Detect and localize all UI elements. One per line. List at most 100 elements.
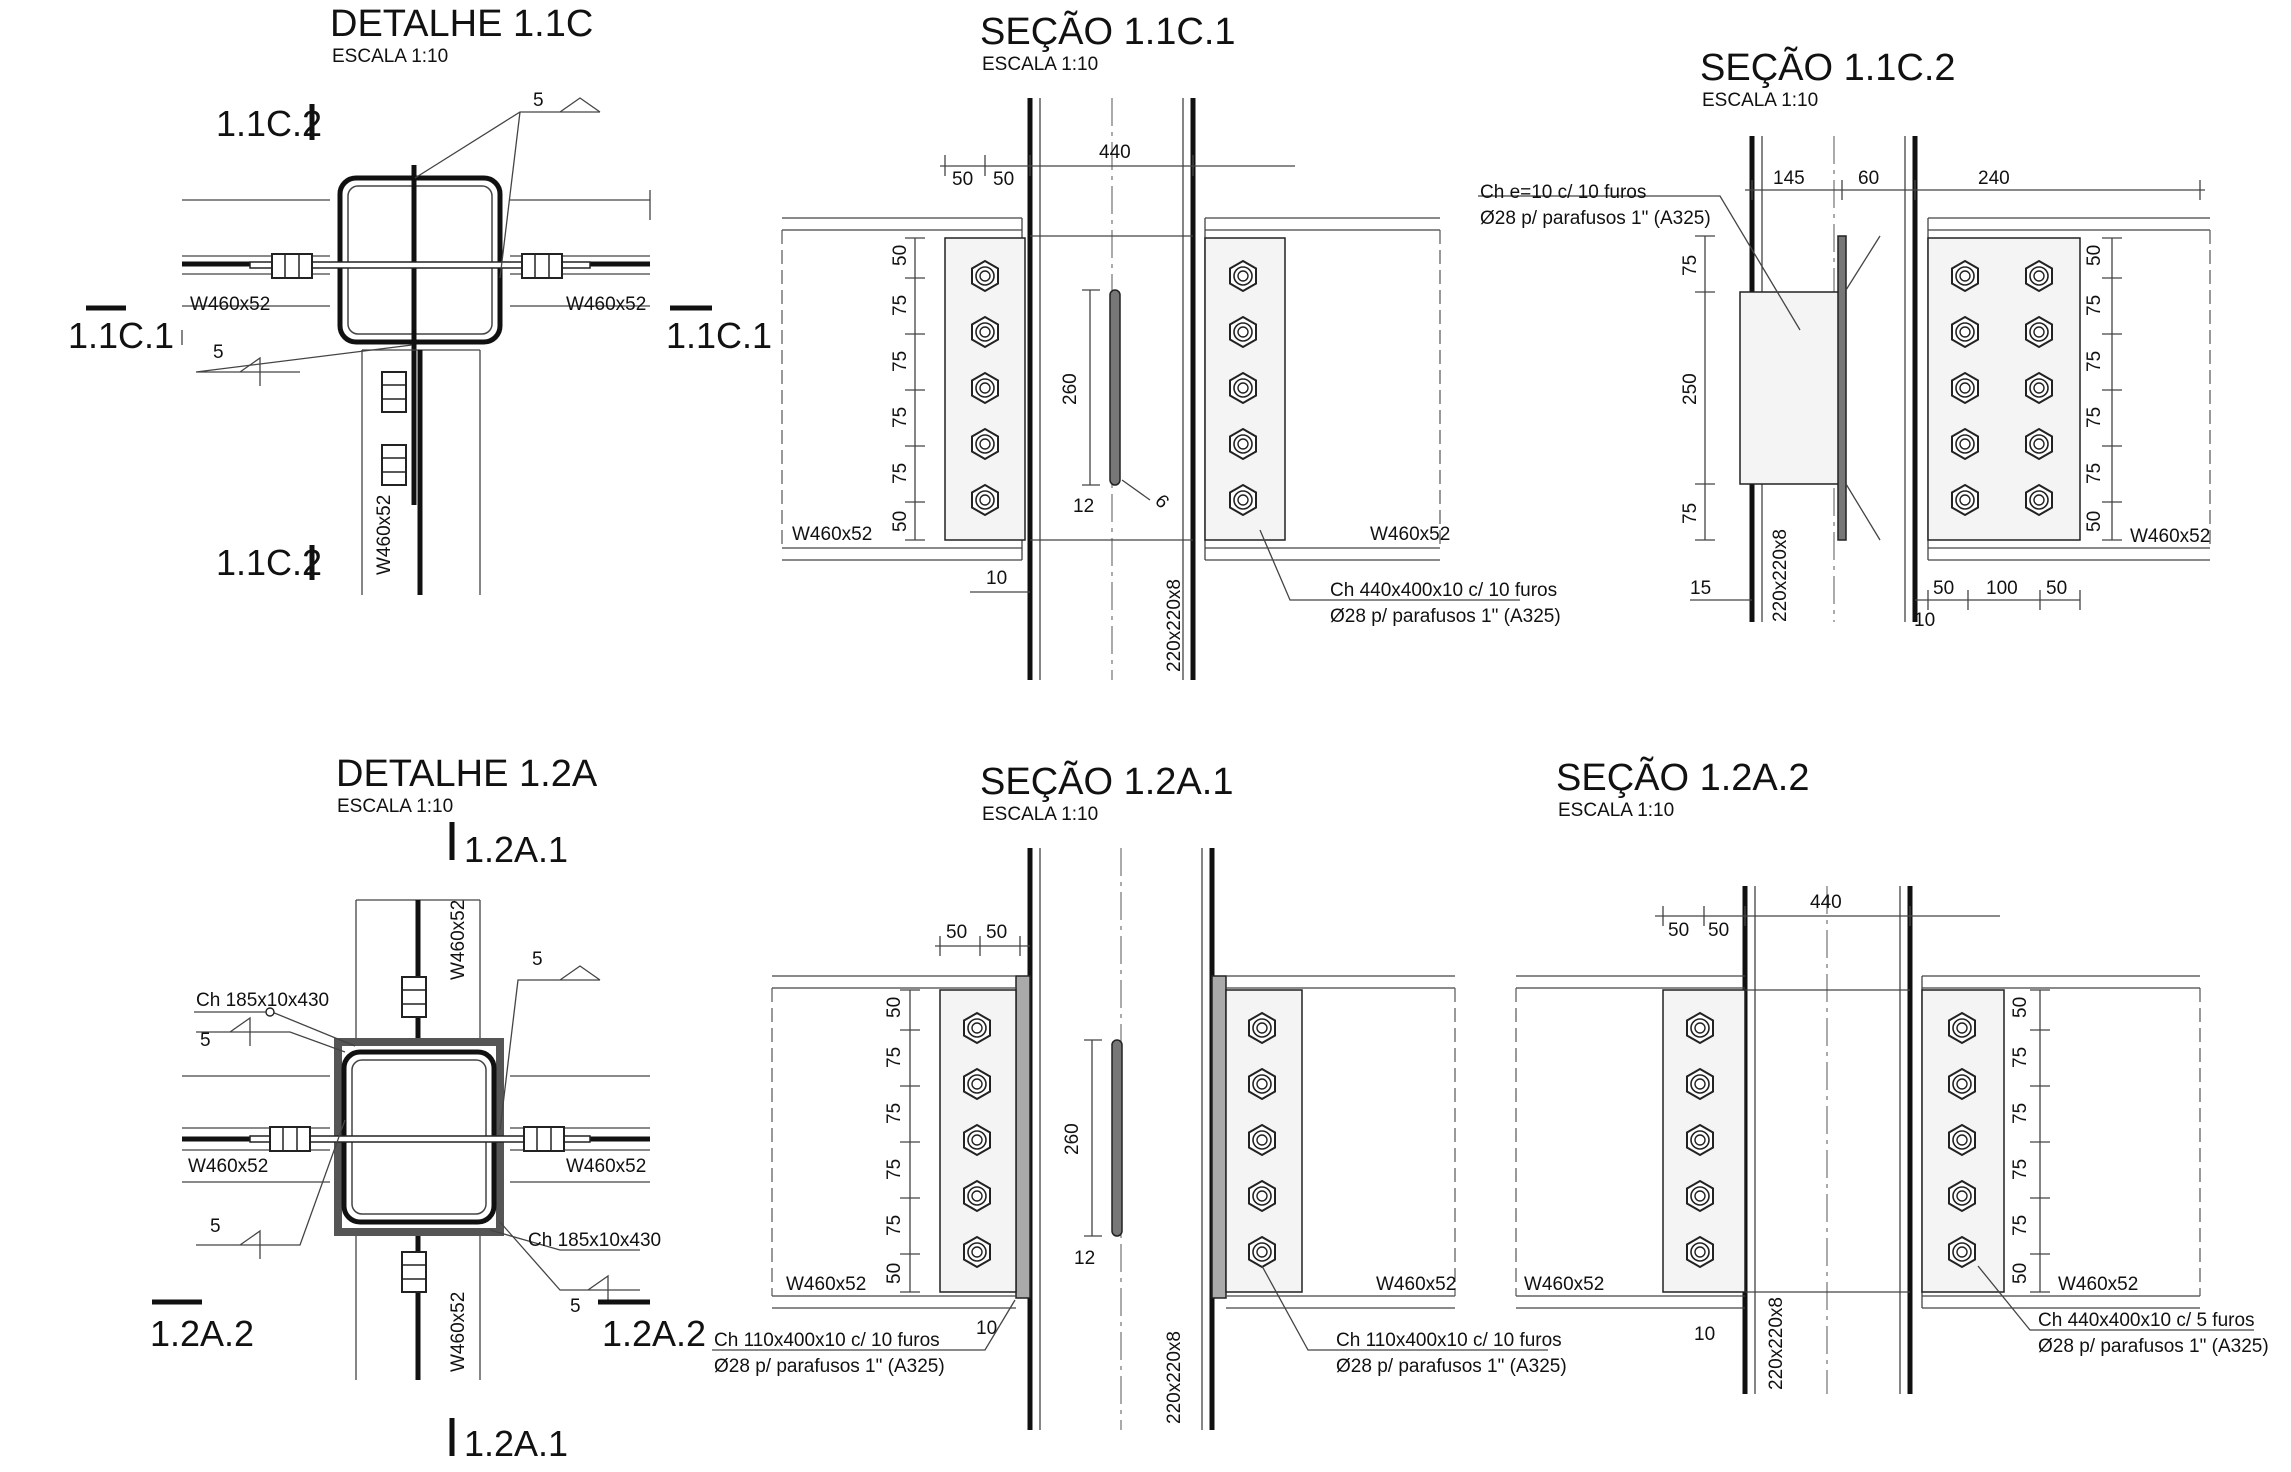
section-1-2a-2: SEÇÃO 1.2A.2 ESCALA 1:10 50 50 440 50 75… bbox=[1515, 756, 2269, 1394]
weld-size: 5 bbox=[210, 1216, 221, 1237]
dim-text: 50 bbox=[884, 997, 905, 1018]
beam-label: W460x52 bbox=[1376, 1274, 1456, 1295]
dim-text: 50 bbox=[952, 169, 973, 190]
side-plate-left bbox=[1015, 975, 1031, 1299]
plate-label: Ch 185x10x430 bbox=[528, 1230, 661, 1251]
plate-note: Ch 110x400x10 c/ 10 furos bbox=[1336, 1330, 1562, 1351]
dim-text: 50 bbox=[986, 922, 1007, 943]
dim-text: 50 bbox=[993, 169, 1014, 190]
beam-right-outline bbox=[510, 190, 651, 307]
bolt-nut bbox=[271, 253, 313, 279]
plate-leader bbox=[194, 1011, 356, 1047]
dim-text: 75 bbox=[884, 1103, 905, 1124]
section-1-2a-1-title: SEÇÃO 1.2A.1 bbox=[980, 760, 1233, 803]
cross-plate bbox=[1837, 235, 1847, 541]
weld-size: 5 bbox=[533, 90, 544, 111]
dim-text: 75 bbox=[2084, 463, 2105, 484]
dim-text: 10 bbox=[1694, 1324, 1715, 1345]
weld-leaders bbox=[195, 111, 600, 373]
bolt-nut bbox=[401, 976, 427, 1018]
splice-plate bbox=[1927, 237, 2081, 541]
splice-plate-horizontal bbox=[249, 261, 591, 269]
dim-text: 12 bbox=[1073, 496, 1094, 517]
plate-label: Ch 185x10x430 bbox=[196, 990, 329, 1011]
bolt-nut bbox=[523, 1126, 565, 1152]
dim-text: 75 bbox=[2084, 351, 2105, 372]
weld-size: 5 bbox=[532, 949, 543, 970]
plate-note-leader bbox=[1478, 195, 1881, 541]
dim-text: 50 bbox=[2046, 578, 2067, 599]
bolt-nut bbox=[401, 1251, 427, 1293]
weld-leader bbox=[1121, 479, 1151, 501]
beam-right-flanges bbox=[1226, 975, 1455, 1309]
plate-note: Ch 440x400x10 c/ 5 furos bbox=[2038, 1310, 2255, 1331]
splice-plate-horizontal bbox=[249, 1135, 591, 1143]
dim-text: 240 bbox=[1978, 168, 2010, 189]
cut-label: 1.2A.2 bbox=[150, 1313, 254, 1354]
weld-symbol bbox=[239, 356, 261, 386]
dim-line-top bbox=[1655, 906, 2000, 926]
beam-label: W460x52 bbox=[374, 495, 395, 575]
beam-label: W460x52 bbox=[448, 900, 469, 980]
plate-note: Ø28 p/ parafusos 1" (A325) bbox=[2038, 1336, 2269, 1357]
dim-text: 75 bbox=[884, 1215, 905, 1236]
bolt-nut bbox=[269, 1126, 311, 1152]
dim-text: 75 bbox=[2084, 407, 2105, 428]
beam-right-flanges bbox=[1205, 217, 1440, 561]
dim-text: 50 bbox=[1708, 920, 1729, 941]
beam-label: W460x52 bbox=[2058, 1274, 2138, 1295]
beam-label: W460x52 bbox=[188, 1156, 268, 1177]
section-1-1c-1-title: SEÇÃO 1.1C.1 bbox=[980, 10, 1236, 53]
plate-leader bbox=[489, 1229, 640, 1251]
dim-text: 50 bbox=[890, 511, 911, 532]
dim-text: 50 bbox=[946, 922, 967, 943]
end-plate bbox=[1739, 291, 1845, 485]
dim-line-top bbox=[940, 155, 1295, 176]
column-flanges bbox=[1027, 98, 1196, 680]
section-1-1c-2-scale: ESCALA 1:10 bbox=[1702, 90, 1818, 111]
weld-leader bbox=[499, 965, 601, 1131]
dim-text: 75 bbox=[890, 407, 911, 428]
detail-1-1c-scale: ESCALA 1:10 bbox=[332, 46, 448, 67]
dim-text: 10 bbox=[1914, 610, 1935, 631]
beam-label: W460x52 bbox=[190, 294, 270, 315]
dim-text: 10 bbox=[976, 1318, 997, 1339]
beam-label: W460x52 bbox=[566, 1156, 646, 1177]
detail-1-1c: DETALHE 1.1C ESCALA 1:10 5 5 1.1C.2 1.1C… bbox=[68, 3, 772, 595]
dim-text: 260 bbox=[1062, 1123, 1083, 1155]
dim-text: 50 bbox=[884, 1263, 905, 1284]
beam-left-flanges bbox=[772, 975, 1016, 1309]
dim-line-top bbox=[1745, 180, 2205, 200]
weld-symbol bbox=[559, 97, 601, 113]
dim-text: 440 bbox=[1810, 892, 1842, 913]
beam-left-outline bbox=[182, 1075, 330, 1183]
weld-size: 5 bbox=[570, 1296, 581, 1317]
dim-text: 250 bbox=[1680, 373, 1701, 405]
cut-label: 1.1C.2 bbox=[216, 542, 322, 583]
weld-size: 6 bbox=[1150, 491, 1172, 513]
dim-text: 75 bbox=[890, 295, 911, 316]
section-1-1c-2: SEÇÃO 1.1C.2 ESCALA 1:10 145 60 240 75 2… bbox=[1478, 46, 2211, 631]
plate-note-leader bbox=[1259, 529, 1520, 601]
column-label: 220x220x8 bbox=[1770, 529, 1791, 622]
column-tube bbox=[337, 175, 503, 345]
dim-line-bottom bbox=[1690, 590, 2081, 610]
cut-label: 1.1C.1 bbox=[68, 315, 174, 356]
beam-label: W460x52 bbox=[1524, 1274, 1604, 1295]
column-label: 220x220x8 bbox=[1766, 1297, 1787, 1390]
dim-line-right bbox=[2102, 237, 2122, 541]
dim-text: 15 bbox=[1690, 578, 1711, 599]
dim-line-left bbox=[1695, 235, 1715, 541]
beam-label: W460x52 bbox=[2130, 526, 2210, 547]
dim-text: 50 bbox=[890, 245, 911, 266]
dim-text: 60 bbox=[1858, 168, 1879, 189]
dim-text: 50 bbox=[2010, 1263, 2031, 1284]
beam-label: W460x52 bbox=[566, 294, 646, 315]
dim-text: 75 bbox=[884, 1047, 905, 1068]
beam-left-outline bbox=[181, 199, 330, 345]
beam-label: W460x52 bbox=[1370, 524, 1450, 545]
section-1-2a-2-title: SEÇÃO 1.2A.2 bbox=[1556, 756, 1809, 799]
section-1-2a-1: SEÇÃO 1.2A.1 ESCALA 1:10 50 50 50 75 75 … bbox=[712, 760, 1567, 1430]
plate-note: Ø28 p/ parafusos 1" (A325) bbox=[714, 1356, 945, 1377]
